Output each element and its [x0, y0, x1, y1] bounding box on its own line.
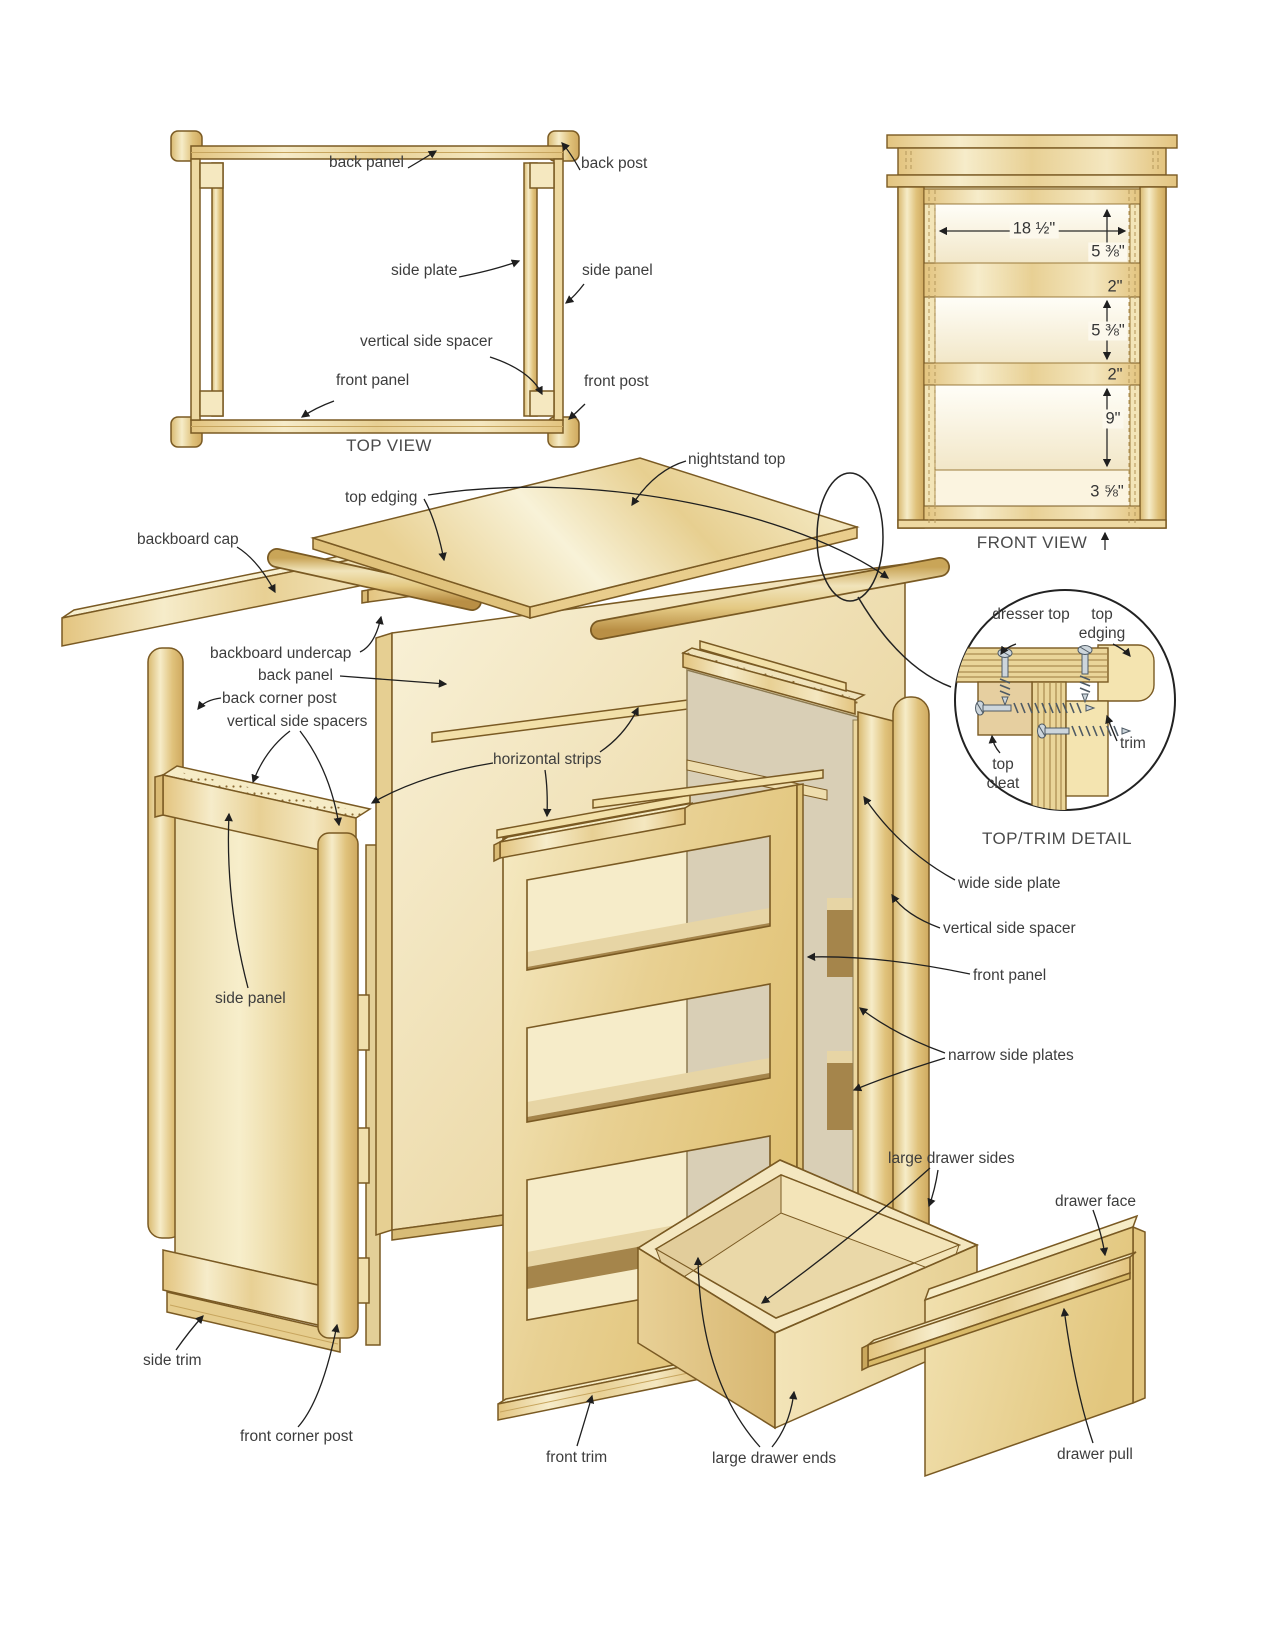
label-detail-trim: trim — [1120, 735, 1146, 752]
detail-side-board — [1031, 681, 1067, 810]
top-cap — [886, 134, 1178, 149]
label-backboard-undercap: backboard undercap — [210, 645, 352, 662]
detail-screws — [975, 645, 1132, 739]
label-tv-vertical-side-spacer: vertical side spacer — [360, 333, 493, 350]
front-corner-post-part — [317, 832, 359, 1339]
label-nightstand-top: nightstand top — [688, 451, 786, 468]
label-wide-side-plate: wide side plate — [958, 875, 1061, 892]
drawer-pull-part — [861, 1251, 1137, 1372]
detail-top-edging — [1097, 644, 1155, 702]
caption-top-trim-detail: TOP/TRIM DETAIL — [982, 829, 1132, 848]
label-tv-back-panel: back panel — [329, 154, 404, 171]
label-front-corner-post: front corner post — [240, 1428, 353, 1445]
top-edging-rod-a — [267, 548, 482, 611]
drawer-face-part — [861, 1214, 1146, 1478]
label-side-panel: side panel — [215, 990, 286, 1007]
base-space — [934, 469, 1131, 507]
dim-rail-a: 2" — [1107, 277, 1123, 296]
label-narrow-side-plates: narrow side plates — [948, 1047, 1074, 1064]
left-side-assembly — [190, 158, 224, 421]
front-view-drawing — [886, 134, 1178, 529]
label-large-drawer-sides: large drawer sides — [888, 1150, 1015, 1167]
top-view-leaders — [300, 142, 586, 420]
drawer-box-part — [636, 1159, 979, 1430]
label-vertical-side-spacer: vertical side spacer — [943, 920, 1076, 937]
dim-top-drawer-height: 5 ⅜" — [1088, 242, 1128, 262]
label-side-trim: side trim — [143, 1352, 202, 1369]
label-horizontal-strips: horizontal strips — [493, 751, 602, 768]
nightstand-top-part — [310, 457, 860, 620]
label-drawer-pull: drawer pull — [1057, 1446, 1133, 1463]
label-tv-back-post: back post — [581, 155, 648, 172]
backboard — [897, 147, 1167, 176]
label-back-corner-post: back corner post — [222, 690, 337, 707]
under-cap — [886, 174, 1178, 188]
label-tv-front-post: front post — [584, 373, 649, 390]
label-tv-front-panel: front panel — [336, 372, 410, 389]
dim-opening-width: 18 ½" — [1009, 219, 1059, 239]
label-detail-top-cleat: top cleat — [986, 756, 1020, 793]
dim-middle-drawer-height: 5 ⅜" — [1088, 321, 1128, 341]
label-vertical-side-spacers: vertical side spacers — [227, 713, 368, 730]
label-top-edging: top edging — [345, 489, 418, 506]
detail-circle-drawing — [954, 589, 1176, 811]
opening-3 — [934, 384, 1131, 471]
horizontal-strip-on-frame — [592, 769, 824, 809]
label-front-trim: front trim — [546, 1449, 608, 1466]
exploded-leaders — [175, 460, 1131, 1448]
detail-callout-marker — [816, 472, 952, 688]
top-view-drawing — [170, 130, 580, 448]
label-backboard-cap: backboard cap — [137, 531, 239, 548]
dim-rail-b: 2" — [1107, 365, 1123, 384]
dim-base-height: 3 ⅝" — [1090, 482, 1124, 501]
label-back-panel: back panel — [258, 667, 333, 684]
label-drawer-face: drawer face — [1055, 1193, 1136, 1210]
exploded-drawing — [61, 457, 1146, 1478]
label-front-panel: front panel — [973, 967, 1047, 984]
label-tv-side-panel: side panel — [582, 262, 653, 279]
right-side-assembly — [523, 158, 564, 421]
corner-posts — [170, 130, 580, 448]
side-panel-assembly — [154, 765, 372, 1353]
label-tv-side-plate: side plate — [391, 262, 458, 279]
caption-top-view: TOP VIEW — [346, 436, 432, 455]
dim-bottom-drawer-height: 9" — [1102, 409, 1124, 429]
detail-trim — [1065, 700, 1109, 797]
label-detail-top-edging: top edging — [1078, 606, 1126, 643]
caption-front-view: FRONT VIEW — [976, 533, 1088, 552]
label-large-drawer-ends: large drawer ends — [712, 1450, 837, 1467]
label-detail-dresser-top: dresser top — [992, 606, 1070, 623]
